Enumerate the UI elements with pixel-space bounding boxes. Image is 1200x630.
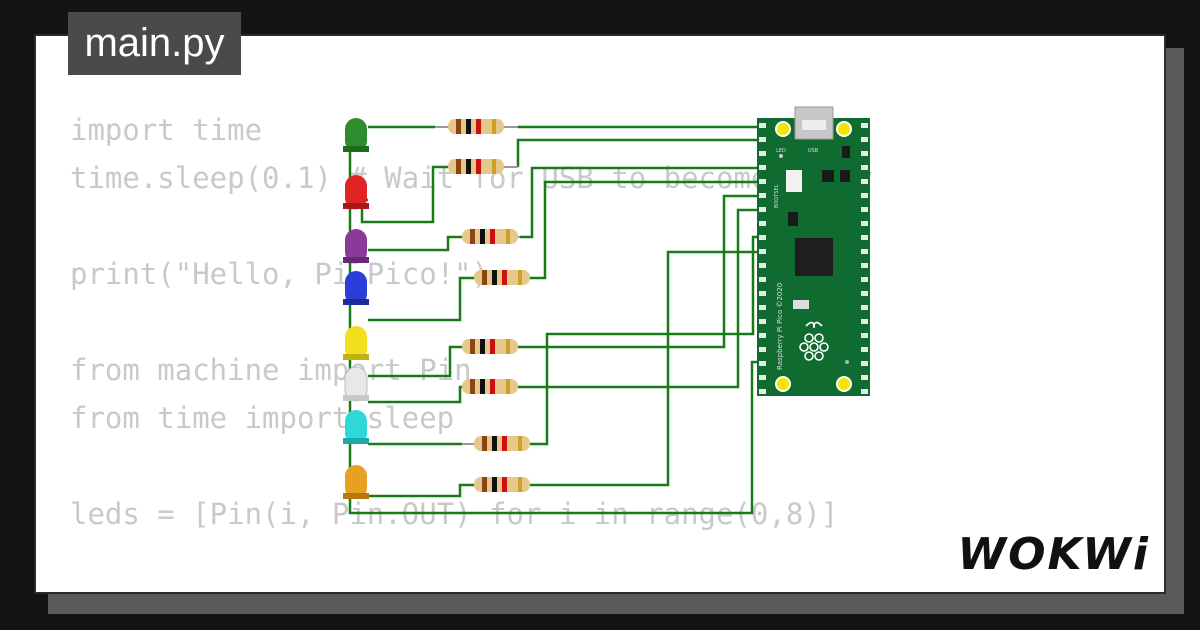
resistor	[435, 119, 518, 134]
resistors	[435, 119, 530, 492]
led-label: LED	[776, 148, 786, 154]
code-line: import time	[70, 113, 263, 147]
resistor	[474, 270, 530, 285]
led-blue	[343, 271, 369, 305]
wokwi-logo: WOKWi	[957, 529, 1150, 580]
code-line: from time import sleep	[70, 401, 455, 435]
raspberry-logo-icon	[799, 321, 829, 361]
board-name-label: Raspberry Pi Pico ©2020	[776, 283, 784, 370]
resistor	[462, 436, 530, 451]
resistor	[462, 229, 520, 244]
resistor	[462, 379, 518, 394]
wires	[348, 125, 770, 515]
led-white	[343, 366, 369, 402]
led-red	[343, 175, 369, 209]
resistor	[448, 159, 518, 174]
code-line: time.sleep(0.1) # Wait for USB to become…	[70, 161, 874, 195]
led-orange	[343, 465, 369, 499]
code-line: print("Hello, Pi Pico!")	[70, 257, 490, 291]
code-listing: import time time.sleep(0.1) # Wait for U…	[70, 106, 874, 592]
pico-board: USB LED BOOTSEL Raspberry Pi Pico ©2020	[757, 106, 870, 396]
led-cyan	[343, 410, 369, 444]
file-tab[interactable]: main.py	[68, 12, 241, 75]
bootsel-label: BOOTSEL	[774, 184, 780, 208]
usb-label: USB	[808, 148, 819, 154]
resistor	[474, 477, 530, 492]
led-green	[343, 118, 369, 152]
led-purple	[343, 229, 369, 263]
resistor	[462, 339, 518, 354]
led-yellow	[343, 326, 369, 360]
